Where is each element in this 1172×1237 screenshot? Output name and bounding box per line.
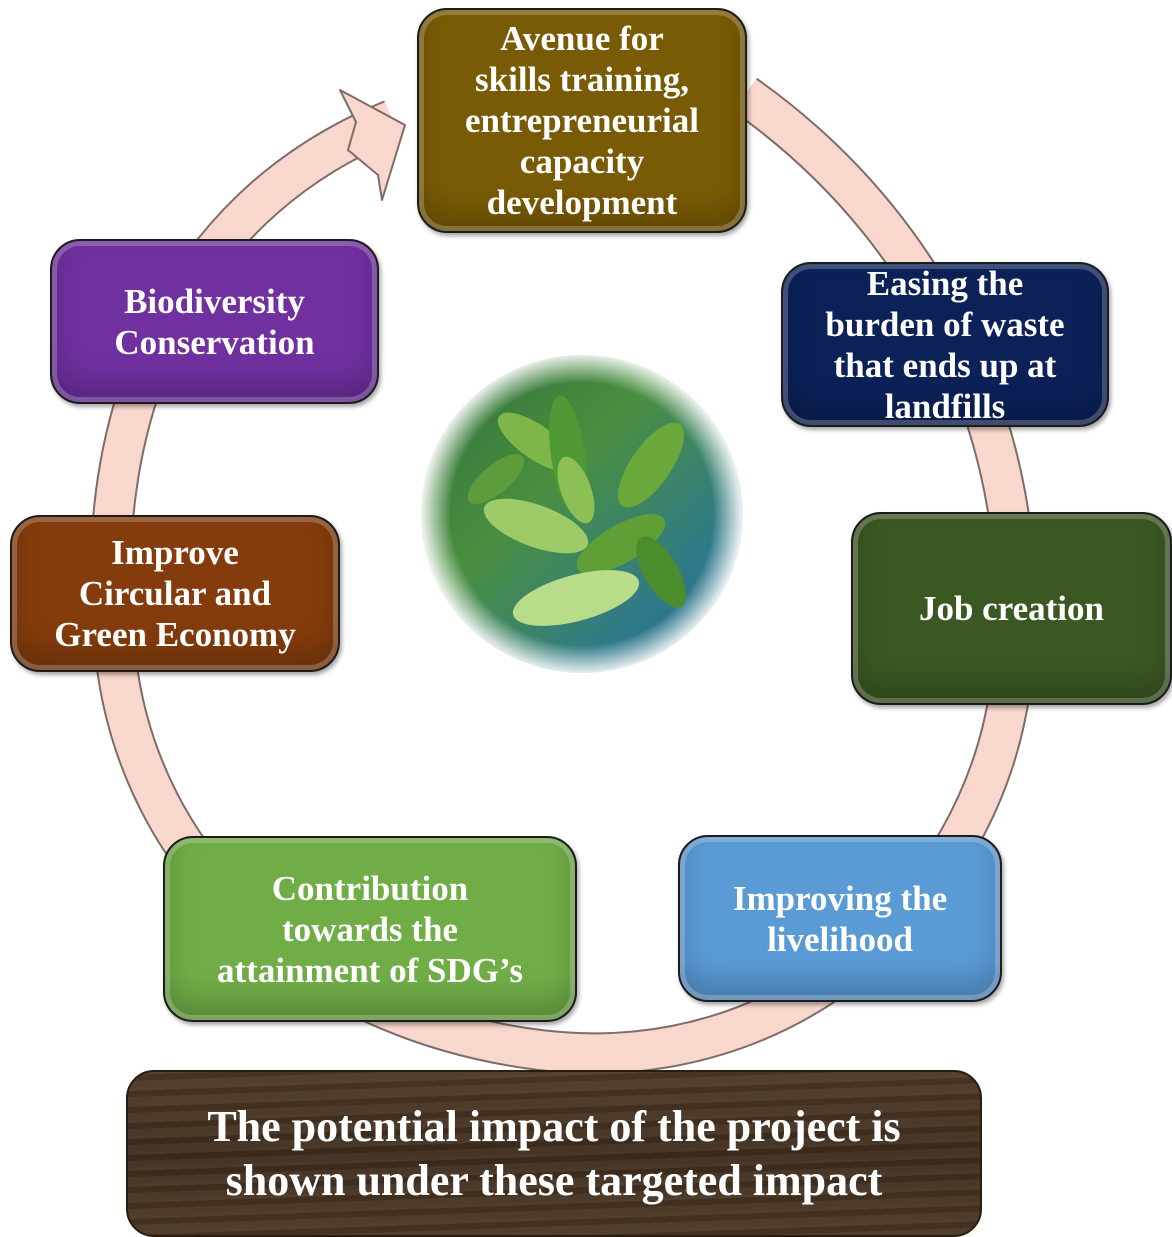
cucumber-photo: [421, 355, 743, 673]
node-label-line: Job creation: [918, 589, 1105, 628]
node-label-line: landfills: [884, 386, 1006, 426]
node-label-line: entrepreneurial: [465, 101, 699, 140]
node-label-line: Improve: [111, 533, 239, 572]
node-label-line: that ends up at: [833, 345, 1057, 385]
node-label-line: livelihood: [767, 919, 913, 959]
caption-line: The potential impact of the project is: [207, 1101, 901, 1151]
node-label-line: capacity: [519, 142, 645, 181]
arrowhead-icon: [339, 89, 406, 201]
node-label-line: Circular and: [78, 574, 272, 613]
node-label-line: Contribution: [271, 868, 469, 908]
node-label-line: Improving the: [732, 878, 948, 918]
node-label-line: Conservation: [114, 322, 315, 362]
node-job-creation: Job creation: [851, 512, 1172, 705]
caption-line: shown under these targeted impact: [225, 1155, 883, 1205]
node-label-line: Avenue for: [500, 19, 664, 58]
node-label-line: attainment of SDG’s: [217, 950, 523, 990]
node-label-line: Biodiversity: [124, 281, 305, 321]
node-label-line: Easing the: [866, 263, 1024, 303]
caption-banner: The potential impact of the project is s…: [126, 1070, 982, 1237]
node-label-line: Green Economy: [54, 615, 296, 654]
node-label-line: skills training,: [475, 60, 689, 99]
node-label-line: towards the: [282, 909, 458, 949]
node-label-line: development: [486, 183, 678, 222]
node-label-line: burden of waste: [825, 304, 1065, 344]
